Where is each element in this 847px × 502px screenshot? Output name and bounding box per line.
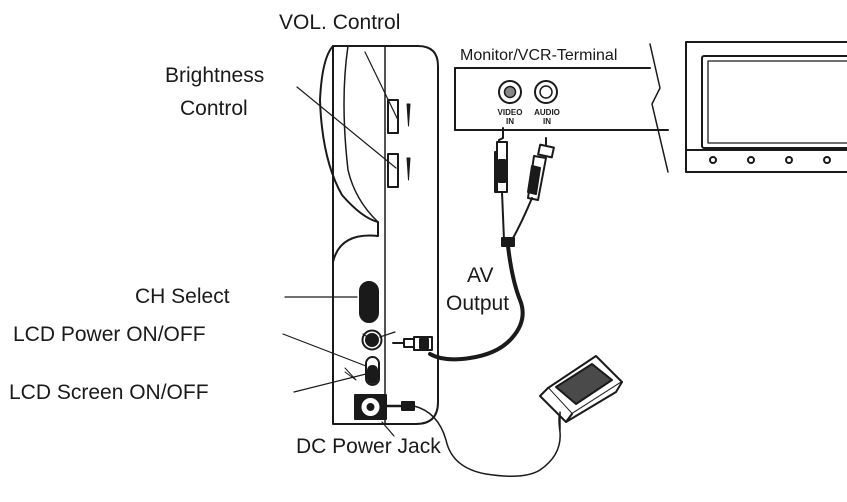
av-label-line1: AV xyxy=(467,264,494,287)
dc-power-jack xyxy=(354,394,387,420)
leader-lines xyxy=(282,51,399,437)
brightness-slider xyxy=(387,153,411,188)
monitor-terminal-label: Monitor/VCR-Terminal xyxy=(460,47,618,64)
lcd-switch xyxy=(365,356,380,386)
ac-adapter xyxy=(539,355,623,431)
tv-unit-body xyxy=(319,45,439,425)
monitor xyxy=(685,41,847,173)
vol-control-label: VOL. Control xyxy=(279,11,401,34)
ch-select-label: CH Select xyxy=(135,285,230,308)
volume-slider xyxy=(387,99,411,134)
terminal-panel xyxy=(454,43,669,173)
brightness-label-line2: Control xyxy=(180,97,248,120)
av-label-line2: Output xyxy=(446,292,510,315)
av-cable xyxy=(392,127,555,362)
ch-select-button xyxy=(359,281,379,323)
dc-power-jack-label: DC Power Jack xyxy=(296,435,441,458)
lcd-screen-label: LCD Screen ON/OFF xyxy=(9,381,209,404)
video-in-label: VIDEO IN xyxy=(497,108,523,126)
audio-in-jack xyxy=(534,80,558,104)
brightness-label-line1: Brightness xyxy=(165,64,265,87)
lcd-power-label: LCD Power ON/OFF xyxy=(13,323,206,346)
video-in-jack xyxy=(498,80,522,104)
audio-in-label: AUDIO IN xyxy=(534,108,560,126)
